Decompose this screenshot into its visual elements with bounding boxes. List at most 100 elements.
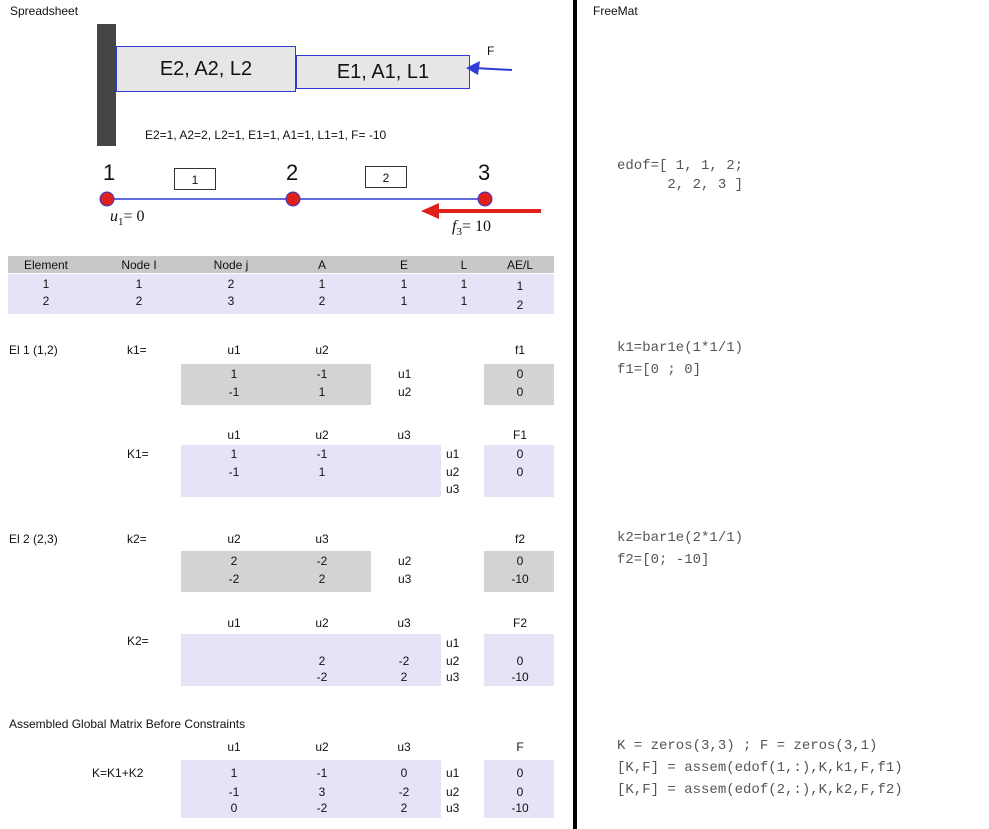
- u1-boundary-label: u1= 0: [110, 208, 145, 229]
- matrix-cell: -2: [316, 554, 328, 568]
- K1-label: K1=: [127, 447, 149, 461]
- matrix-cell: -1: [228, 385, 240, 399]
- matrix-cell: 0: [400, 766, 408, 780]
- global-F-bg: [484, 760, 554, 818]
- spreadsheet-title: Spreadsheet: [10, 4, 79, 18]
- row-label: u1: [446, 766, 460, 780]
- matrix-cell: 3: [318, 785, 326, 799]
- matrix-cell: 1: [230, 766, 238, 780]
- row-label: u1: [446, 447, 460, 461]
- k2-label: k2=: [127, 532, 147, 546]
- vector-cell: -10: [511, 572, 529, 586]
- K2-label: K2=: [127, 634, 149, 648]
- vector-cell: 0: [516, 766, 524, 780]
- row-label: u3: [446, 801, 460, 815]
- col-header-element: Element: [23, 258, 69, 272]
- matrix-cell: 2: [318, 654, 326, 668]
- k2-col-header: u3: [315, 532, 329, 546]
- el1-title: El 1 (1,2): [9, 343, 58, 357]
- global-matrix-bg: [181, 760, 441, 818]
- element-box-2: 2: [365, 166, 407, 188]
- row-label: u2: [446, 465, 460, 479]
- table-cell: 2: [516, 298, 524, 312]
- row-label: u2: [398, 385, 412, 399]
- table-cell: 1: [460, 277, 468, 291]
- element-table-header: [8, 256, 554, 273]
- code-line: 2, 2, 3 ]: [617, 177, 744, 193]
- F1-vector-bg: [484, 445, 554, 497]
- matrix-cell: -2: [316, 801, 328, 815]
- k2-col-header: u2: [227, 532, 241, 546]
- table-cell: 2: [42, 294, 50, 308]
- global-F-header: F: [516, 740, 524, 754]
- k1-col-header: u2: [315, 343, 329, 357]
- table-cell: 2: [318, 294, 326, 308]
- matrix-cell: -2: [316, 670, 328, 684]
- K1-col-header: u2: [315, 428, 329, 442]
- col-header-l: L: [460, 258, 468, 272]
- f1-vector-bg: [484, 364, 554, 405]
- code-line: k1=bar1e(1*1/1): [617, 340, 744, 356]
- col-header-node-i: Node I: [121, 258, 157, 272]
- code-line: K = zeros(3,3) ; F = zeros(3,1): [617, 738, 878, 754]
- row-label: u2: [398, 554, 412, 568]
- code-line: edof=[ 1, 1, 2;: [617, 158, 744, 174]
- matrix-cell: 1: [230, 447, 238, 461]
- row-label: u1: [398, 367, 412, 381]
- matrix-cell: 1: [230, 367, 238, 381]
- el2-title: El 2 (2,3): [9, 532, 58, 546]
- freemat-title: FreeMat: [593, 4, 638, 18]
- code-line: [K,F] = assem(edof(1,:),K,k1,F,f1): [617, 760, 903, 776]
- table-cell: 1: [460, 294, 468, 308]
- table-cell: 1: [516, 279, 524, 293]
- matrix-cell: -1: [316, 766, 328, 780]
- col-header-node-j: Node j: [213, 258, 249, 272]
- vector-cell: -10: [511, 801, 529, 815]
- force-label: F: [487, 44, 495, 58]
- matrix-cell: 2: [400, 801, 408, 815]
- table-cell: 2: [227, 277, 235, 291]
- F1-header: F1: [512, 428, 527, 442]
- element-table-body: [8, 274, 554, 314]
- F2-vector-bg: [484, 634, 554, 686]
- table-cell: 1: [400, 277, 408, 291]
- node-label-1: 1: [103, 160, 116, 185]
- vector-cell: 0: [516, 554, 524, 568]
- vector-cell: -10: [511, 670, 529, 684]
- matrix-cell: -1: [228, 785, 240, 799]
- vector-cell: 0: [516, 447, 524, 461]
- table-cell: 2: [135, 294, 143, 308]
- K2-col-header: u2: [315, 616, 329, 630]
- bar-element-1-label: E1, A1, L1: [336, 61, 430, 83]
- col-header-ae-l: AE/L: [506, 258, 533, 272]
- f2-vector-bg: [484, 551, 554, 592]
- element-box-1: 1: [174, 168, 216, 190]
- global-col-header: u2: [315, 740, 329, 754]
- bar-element-1: E1, A1, L1: [296, 55, 470, 89]
- K1-matrix-bg: [181, 445, 441, 497]
- vector-cell: 0: [516, 785, 524, 799]
- f1-header: f1: [514, 343, 525, 357]
- matrix-cell: 0: [230, 801, 238, 815]
- row-label: u3: [446, 670, 460, 684]
- col-header-a: A: [317, 258, 326, 272]
- vector-cell: 0: [516, 385, 524, 399]
- row-label: u2: [446, 654, 460, 668]
- matrix-cell: -1: [316, 447, 328, 461]
- node-label-3: 3: [478, 160, 491, 185]
- k2-matrix-bg: [181, 551, 371, 592]
- matrix-cell: -1: [316, 367, 328, 381]
- code-line: f2=[0; -10]: [617, 552, 710, 568]
- node-label-2: 2: [286, 160, 299, 185]
- K1-col-header: u1: [227, 428, 241, 442]
- matrix-cell: -1: [228, 465, 240, 479]
- matrix-cell: -2: [228, 572, 240, 586]
- matrix-cell: 2: [318, 572, 326, 586]
- table-cell: 1: [318, 277, 326, 291]
- matrix-cell: -2: [398, 785, 410, 799]
- row-label: u3: [446, 482, 460, 496]
- matrix-cell: 1: [318, 465, 326, 479]
- global-col-header: u3: [397, 740, 411, 754]
- code-line: k2=bar1e(2*1/1): [617, 530, 744, 546]
- code-line: [K,F] = assem(edof(2,:),K,k2,F,f2): [617, 782, 903, 798]
